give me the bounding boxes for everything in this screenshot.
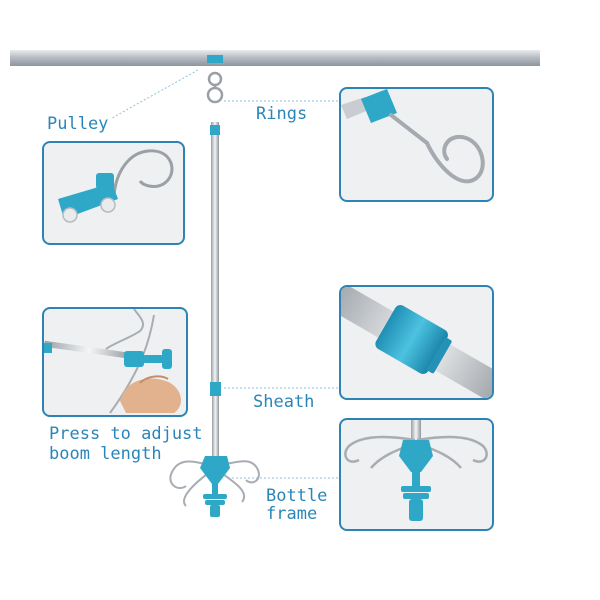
iv-pole <box>210 122 221 457</box>
label-bottle-frame-2: frame <box>266 504 318 524</box>
panel-adjust-detail <box>42 307 188 417</box>
panel-rings-detail <box>339 87 494 202</box>
panel-sheath-detail <box>339 285 494 400</box>
label-adjust-2: boom length <box>49 444 162 464</box>
label-rings: Rings <box>256 104 308 124</box>
panel-pulley-detail <box>42 141 185 245</box>
track-rail <box>10 50 540 66</box>
bottle-frame-base <box>200 456 230 517</box>
panel-bottle-frame-detail <box>339 418 494 531</box>
label-bottle-frame-1: Bottle <box>266 486 328 506</box>
label-pulley: Pulley <box>47 114 109 134</box>
pulley-hook <box>206 71 224 104</box>
label-sheath: Sheath <box>253 392 315 412</box>
label-adjust-1: Press to adjust <box>49 424 203 444</box>
